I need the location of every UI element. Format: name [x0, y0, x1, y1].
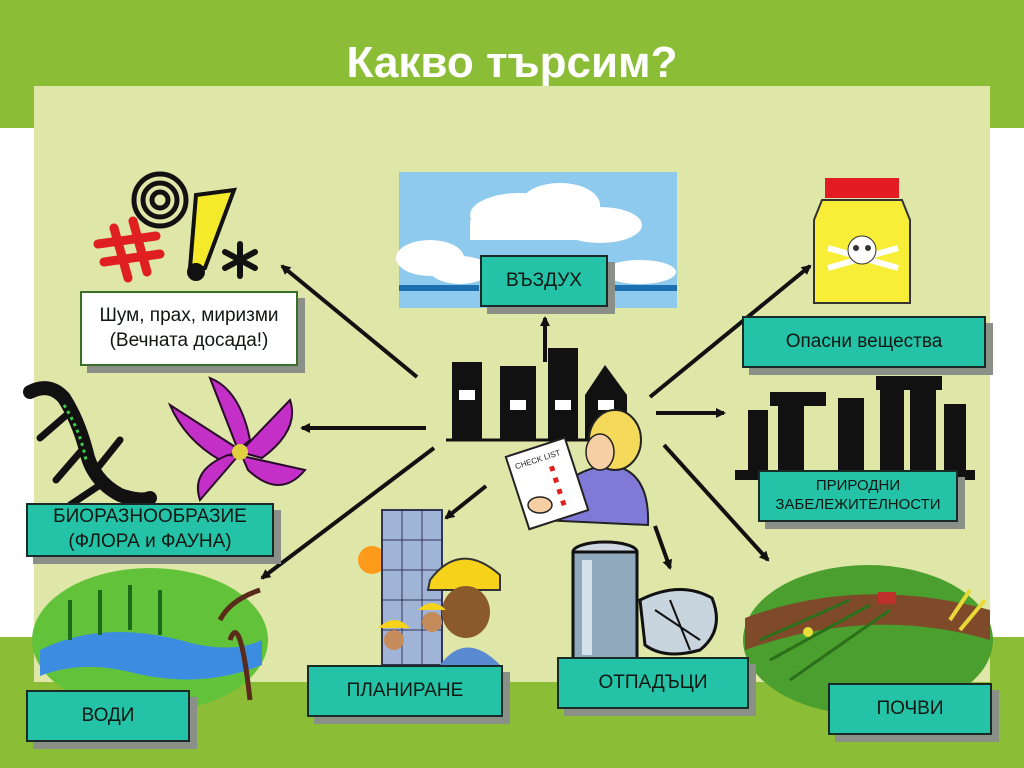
label-waste: ОТПАДЪЦИ	[557, 657, 749, 709]
label-planning: ПЛАНИРАНЕ	[307, 665, 503, 717]
person-checklist-icon: CHECK LIST	[504, 409, 650, 531]
label-hazardous-substances: Опасни вещества	[742, 316, 986, 368]
poison-jar-icon	[813, 178, 911, 304]
label-biodiversity: БИОРАЗНООБРАЗИЕ (ФЛОРА и ФАУНА)	[26, 503, 274, 557]
noise-symbols-icon	[93, 171, 258, 283]
label-soils: ПОЧВИ	[828, 683, 992, 735]
label-noise-dust-odors: Шум, прах, миризми (Вечната досада!)	[80, 291, 298, 366]
river-forest-image	[32, 568, 268, 712]
label-air: ВЪЗДУХ	[480, 255, 608, 307]
label-natural-landmarks: ПРИРОДНИ ЗАБЕЛЕЖИТЕЛНОСТИ	[758, 470, 958, 522]
farm-fields-image	[743, 565, 993, 715]
stonehenge-icon	[735, 376, 975, 480]
lizard-icon	[23, 381, 157, 509]
workers-building-image	[358, 509, 501, 666]
connector-arrows	[260, 264, 812, 580]
waste-can-icon	[571, 540, 718, 664]
slide-title: Какво търсим?	[346, 38, 678, 87]
label-waters: ВОДИ	[26, 690, 190, 742]
flower-icon	[167, 376, 307, 502]
